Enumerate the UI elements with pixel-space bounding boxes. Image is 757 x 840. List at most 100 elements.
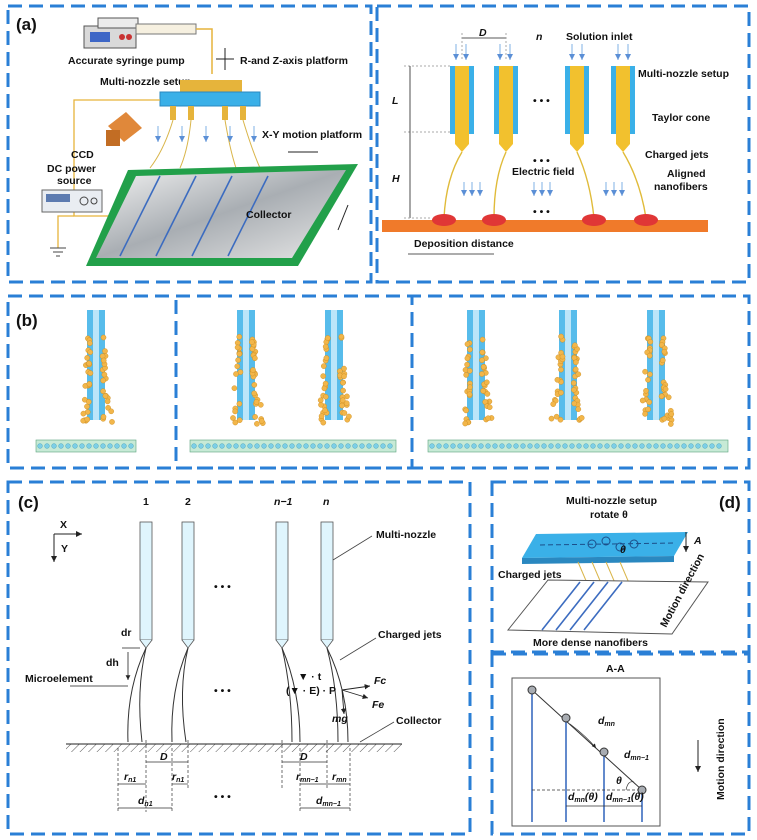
droplet xyxy=(108,408,114,415)
fiber-bead xyxy=(114,443,120,449)
nozzle-rod-highlight xyxy=(331,310,337,420)
axis-y-label: Y xyxy=(61,543,68,555)
axis-x-label: X xyxy=(60,519,67,531)
dots-upper-c: • • • xyxy=(214,581,231,593)
droplet xyxy=(109,419,115,425)
droplet xyxy=(320,419,327,426)
ground-icon xyxy=(50,247,66,257)
droplet xyxy=(231,385,238,392)
fiber-bead xyxy=(128,443,134,449)
motion-direction-label-section: Motion direction xyxy=(715,718,727,800)
droplet xyxy=(232,419,239,426)
multi-nozzle-label-c: Multi-nozzle xyxy=(376,529,436,541)
droplet xyxy=(100,388,106,395)
panel-c-jets xyxy=(127,647,349,743)
fiber-bead xyxy=(653,443,659,449)
droplet xyxy=(466,391,473,398)
droplet xyxy=(105,404,111,411)
fiber-bead xyxy=(443,443,449,449)
droplet xyxy=(646,399,653,405)
droplet xyxy=(100,334,107,341)
fiber-bead xyxy=(576,443,582,449)
droplet xyxy=(322,407,328,414)
fiber-bead xyxy=(352,443,358,449)
multi-nozzle-label-right: Multi-nozzle setup xyxy=(638,68,729,80)
panel-d-top-frame xyxy=(490,480,751,654)
dr-label: dr xyxy=(121,627,132,639)
droplet xyxy=(578,415,585,421)
rotated-nozzle-plate xyxy=(522,532,688,564)
fiber-bead xyxy=(569,443,575,449)
multi-nozzle-leader xyxy=(332,535,373,561)
droplet xyxy=(253,399,260,405)
droplet xyxy=(84,416,91,423)
droplet xyxy=(668,421,674,427)
droplet xyxy=(86,360,92,367)
droplet xyxy=(339,402,345,409)
r-n1-label-a: rn1 xyxy=(124,771,136,784)
droplet xyxy=(550,401,557,407)
nozzle-rod-highlight xyxy=(473,310,479,420)
force-fe-label: Fe xyxy=(372,699,384,711)
droplet xyxy=(341,410,348,416)
fiber-bead xyxy=(513,443,519,449)
section-A-label: A xyxy=(693,535,702,547)
droplet xyxy=(662,386,669,392)
fiber-bead xyxy=(303,443,309,449)
fiber-bead xyxy=(72,443,78,449)
droplet xyxy=(645,406,651,413)
droplet xyxy=(661,348,668,355)
droplet xyxy=(647,338,654,345)
droplet xyxy=(102,348,108,354)
fiber-bead xyxy=(324,443,330,449)
nozzle-index-n-minus-1: n−1 xyxy=(274,496,293,508)
droplet xyxy=(322,393,329,400)
fiber-bead xyxy=(58,443,64,449)
droplet xyxy=(645,376,651,383)
fiber-bead xyxy=(121,443,127,449)
fiber-bead xyxy=(583,443,589,449)
droplet xyxy=(483,379,490,386)
droplet xyxy=(466,367,473,374)
droplet xyxy=(486,404,493,411)
droplet xyxy=(249,339,255,345)
xy-platform-label: X-Y motion platform xyxy=(262,129,362,141)
droplet xyxy=(572,366,579,373)
fiber-bead xyxy=(492,443,498,449)
droplet xyxy=(647,371,653,378)
fiber-bead xyxy=(681,443,687,449)
droplet xyxy=(467,346,473,353)
droplet xyxy=(571,387,577,393)
fiber-bead xyxy=(485,443,491,449)
microelement-markers xyxy=(70,647,140,687)
fiber-bead xyxy=(359,443,365,449)
droplet xyxy=(236,351,243,357)
droplet xyxy=(252,355,258,362)
droplet xyxy=(232,408,238,415)
fiber-bead xyxy=(632,443,638,449)
collector-label: Collector xyxy=(246,209,292,221)
droplet xyxy=(464,361,470,368)
droplet xyxy=(322,343,329,350)
aligned-nanofibers-label-1: Aligned xyxy=(667,168,706,180)
fiber-bead xyxy=(240,443,246,449)
droplet xyxy=(642,368,648,375)
droplet xyxy=(575,371,582,378)
force-polarization-label: (▼ · E) · P xyxy=(286,685,336,697)
fiber-bead xyxy=(219,443,225,449)
panel-a-jets xyxy=(149,119,261,169)
fiber-bead xyxy=(282,443,288,449)
charged-jets-label-d: Charged jets xyxy=(498,569,562,581)
droplet xyxy=(87,340,93,347)
nozzle-rod-highlight xyxy=(653,310,659,420)
droplet xyxy=(571,380,577,386)
droplet xyxy=(639,397,646,404)
droplet xyxy=(643,387,649,394)
fiber-bead xyxy=(310,443,316,449)
fiber-bead xyxy=(373,443,379,449)
panel-b-middle-frame xyxy=(174,294,414,470)
droplet xyxy=(554,376,561,383)
panel-a-right-frame xyxy=(375,4,751,284)
droplet xyxy=(338,333,345,340)
fiber-bead xyxy=(212,443,218,449)
